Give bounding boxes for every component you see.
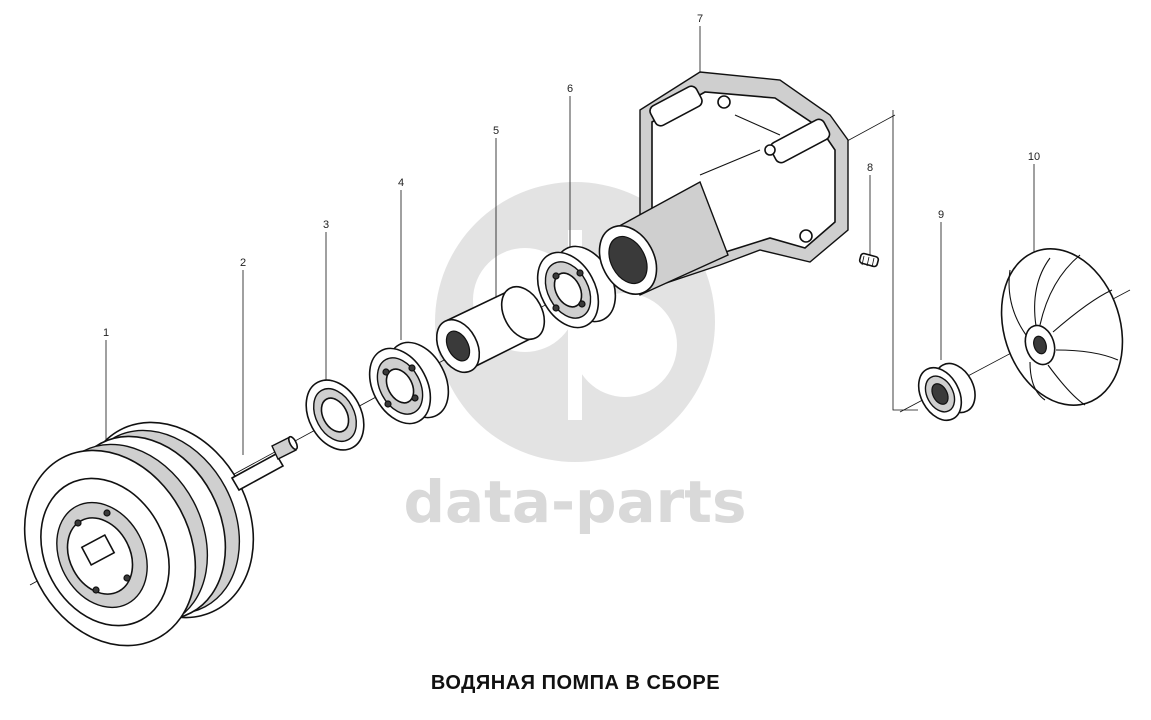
bearing-rear xyxy=(536,245,617,329)
part-number-5: 5 xyxy=(493,125,499,137)
part-number-8: 8 xyxy=(867,162,873,174)
assembly-bracket xyxy=(892,110,918,411)
drain-plug xyxy=(858,252,880,268)
part-number-9: 9 xyxy=(938,209,944,221)
part-number-labels: 1 2 3 4 5 6 7 8 9 10 xyxy=(103,13,1040,339)
pulley xyxy=(23,421,255,647)
shaft xyxy=(230,435,299,492)
bearing-front xyxy=(368,341,450,425)
part-number-3: 3 xyxy=(323,219,329,231)
leader-lines xyxy=(105,26,1035,455)
part-number-10: 10 xyxy=(1028,151,1040,163)
part-number-2: 2 xyxy=(240,257,246,269)
part-number-6: 6 xyxy=(567,83,573,95)
part-number-1: 1 xyxy=(103,327,109,339)
part-number-7: 7 xyxy=(697,13,703,25)
seal-ring xyxy=(305,379,365,451)
impeller xyxy=(1000,248,1124,406)
pump-seal xyxy=(917,362,976,422)
part-number-4: 4 xyxy=(398,177,404,189)
diagram-caption: ВОДЯНАЯ ПОМПА В СБОРЕ xyxy=(430,672,721,694)
pump-housing xyxy=(598,71,849,296)
watermark-text: data-parts xyxy=(403,468,746,536)
spacer-sleeve xyxy=(435,285,546,374)
